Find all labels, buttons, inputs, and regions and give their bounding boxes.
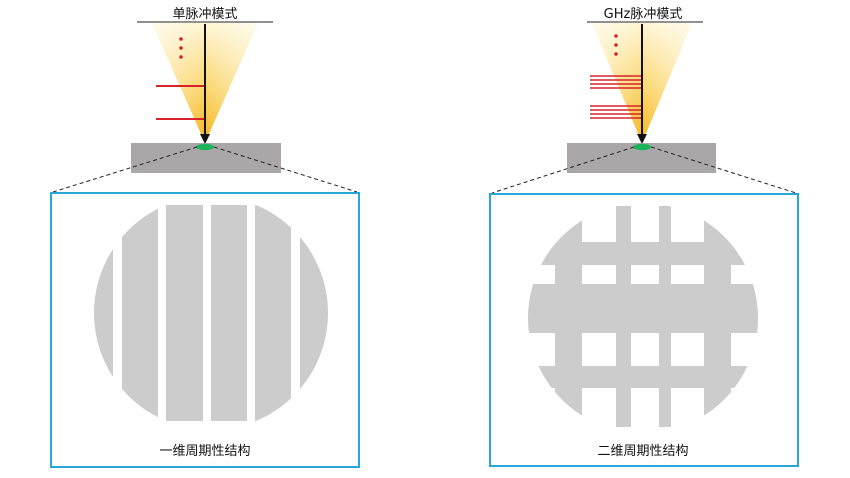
arrow-down-icon	[637, 24, 647, 144]
ghz-pulse-burst	[590, 75, 641, 89]
ghz-pulse-panel: GHz脉冲模式	[489, 7, 799, 467]
ellipsis-dots-icon	[614, 34, 618, 56]
laser-spot	[633, 143, 651, 151]
ellipsis-dots-icon	[179, 37, 183, 59]
panel-title: 单脉冲模式	[172, 7, 237, 22]
zoom-lines	[52, 146, 358, 193]
structure-caption: 二维周期性结构	[597, 444, 688, 459]
zoom-lines	[491, 146, 797, 194]
arrow-down-icon	[200, 24, 210, 144]
grid-pattern-icon	[528, 206, 758, 427]
ghz-pulse-burst	[590, 105, 641, 119]
single-pulse-lines	[156, 85, 205, 120]
structure-caption: 一维周期性结构	[159, 444, 250, 459]
single-pulse-panel: 单脉冲模式	[50, 7, 360, 468]
panel-title: GHz脉冲模式	[604, 7, 683, 22]
laser-spot	[196, 143, 214, 151]
